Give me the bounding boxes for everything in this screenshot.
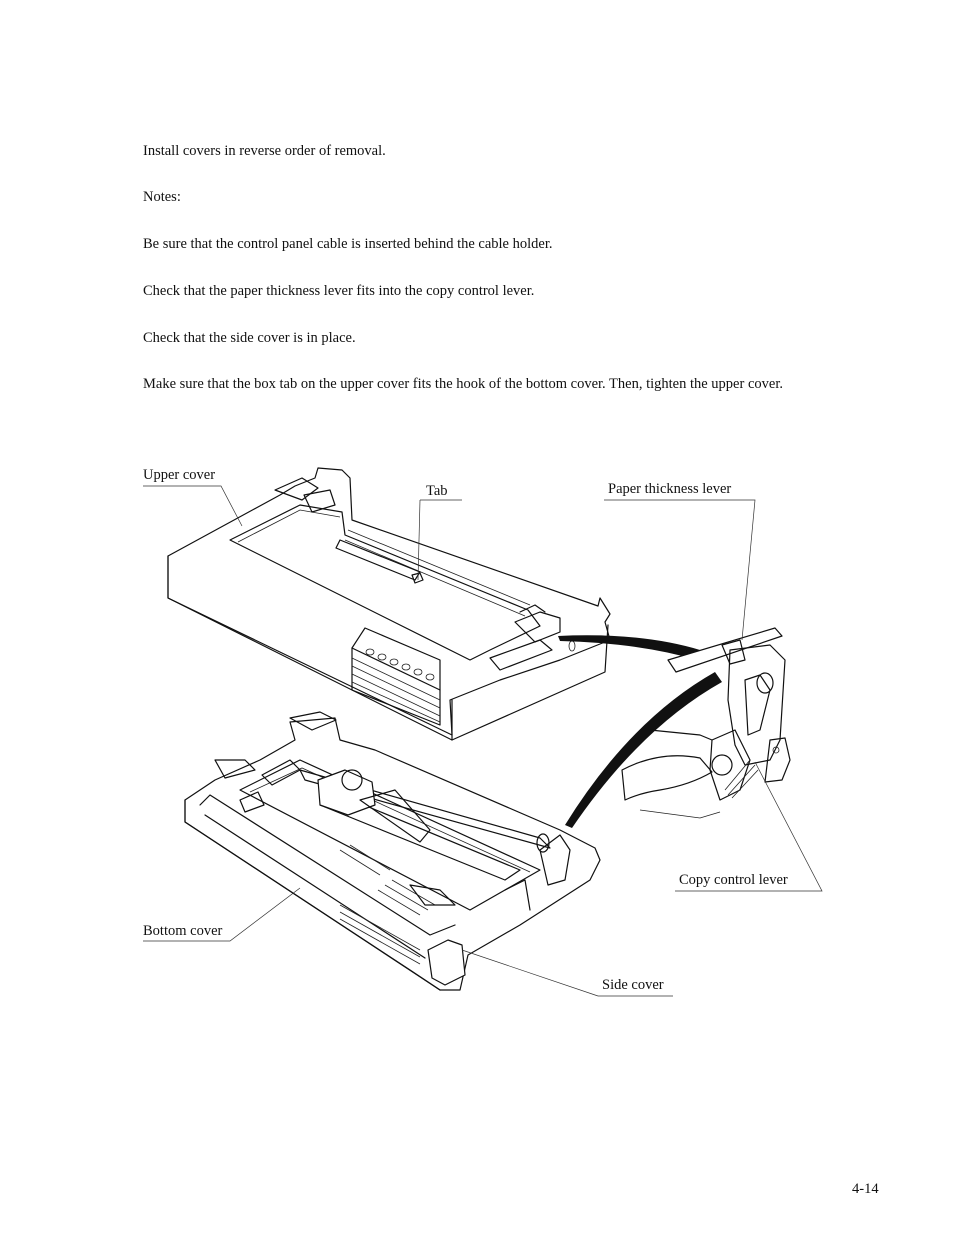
note-box-tab: Make sure that the box tab on the upper …	[143, 376, 783, 392]
bottom-cover-drawing	[184, 711, 601, 991]
page-number: 4-14	[852, 1181, 879, 1197]
note-side-cover: Check that the side cover is in place.	[143, 330, 356, 346]
lever-detail-drawing	[558, 627, 791, 828]
note-paper-thickness-lever: Check that the paper thickness lever fit…	[143, 283, 535, 299]
label-bottom-cover: Bottom cover	[143, 923, 223, 939]
label-upper-cover: Upper cover	[143, 467, 216, 483]
label-paper-thickness-lever: Paper thickness lever	[608, 481, 732, 497]
leader-lines	[143, 485, 823, 997]
upper-cover-drawing	[167, 467, 611, 741]
notes-heading: Notes:	[143, 189, 181, 205]
label-side-cover: Side cover	[602, 977, 664, 993]
label-copy-control-lever: Copy control lever	[679, 872, 788, 888]
label-tab: Tab	[426, 483, 448, 499]
note-cable-holder: Be sure that the control panel cable is …	[143, 236, 553, 252]
intro-text: Install covers in reverse order of remov…	[143, 143, 386, 159]
